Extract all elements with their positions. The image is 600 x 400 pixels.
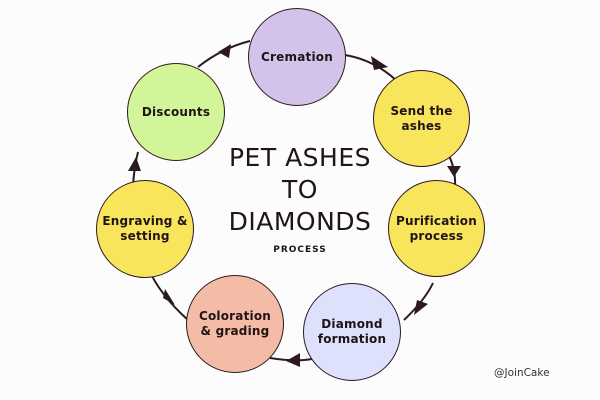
step-label: Send the ashes	[390, 103, 453, 133]
arrowhead	[128, 157, 141, 171]
arrowhead	[218, 44, 231, 58]
step-coloration-grading: Coloration & grading	[186, 275, 284, 373]
arrowhead	[163, 289, 175, 305]
step-purification: Purification process	[388, 180, 485, 277]
arrowhead	[286, 353, 300, 367]
step-send-ashes: Send the ashes	[373, 70, 470, 167]
arrowhead	[414, 300, 428, 315]
arrow-cremation-to-send	[344, 54, 399, 83]
credit-handle: @JoinCake	[494, 367, 550, 379]
step-label: Purification process	[396, 213, 477, 243]
arrowhead	[371, 56, 388, 70]
diagram-subtitle: PROCESS	[273, 245, 327, 255]
arrow-purification-to-diamond	[403, 282, 434, 321]
step-label: Coloration & grading	[198, 309, 272, 338]
arrowhead	[447, 166, 461, 177]
step-diamond-formation: Diamond formation	[303, 283, 401, 381]
step-label: Cremation	[261, 49, 333, 64]
step-engraving-setting: Engraving & setting	[96, 180, 194, 278]
step-discounts: Discounts	[127, 63, 225, 161]
step-label: Engraving & setting	[102, 214, 188, 243]
diagram-title: PET ASHES TO DIAMONDS	[228, 143, 372, 236]
step-label: Discounts	[141, 104, 211, 119]
step-cremation: Cremation	[248, 8, 346, 106]
step-label: Diamond formation	[317, 317, 387, 346]
